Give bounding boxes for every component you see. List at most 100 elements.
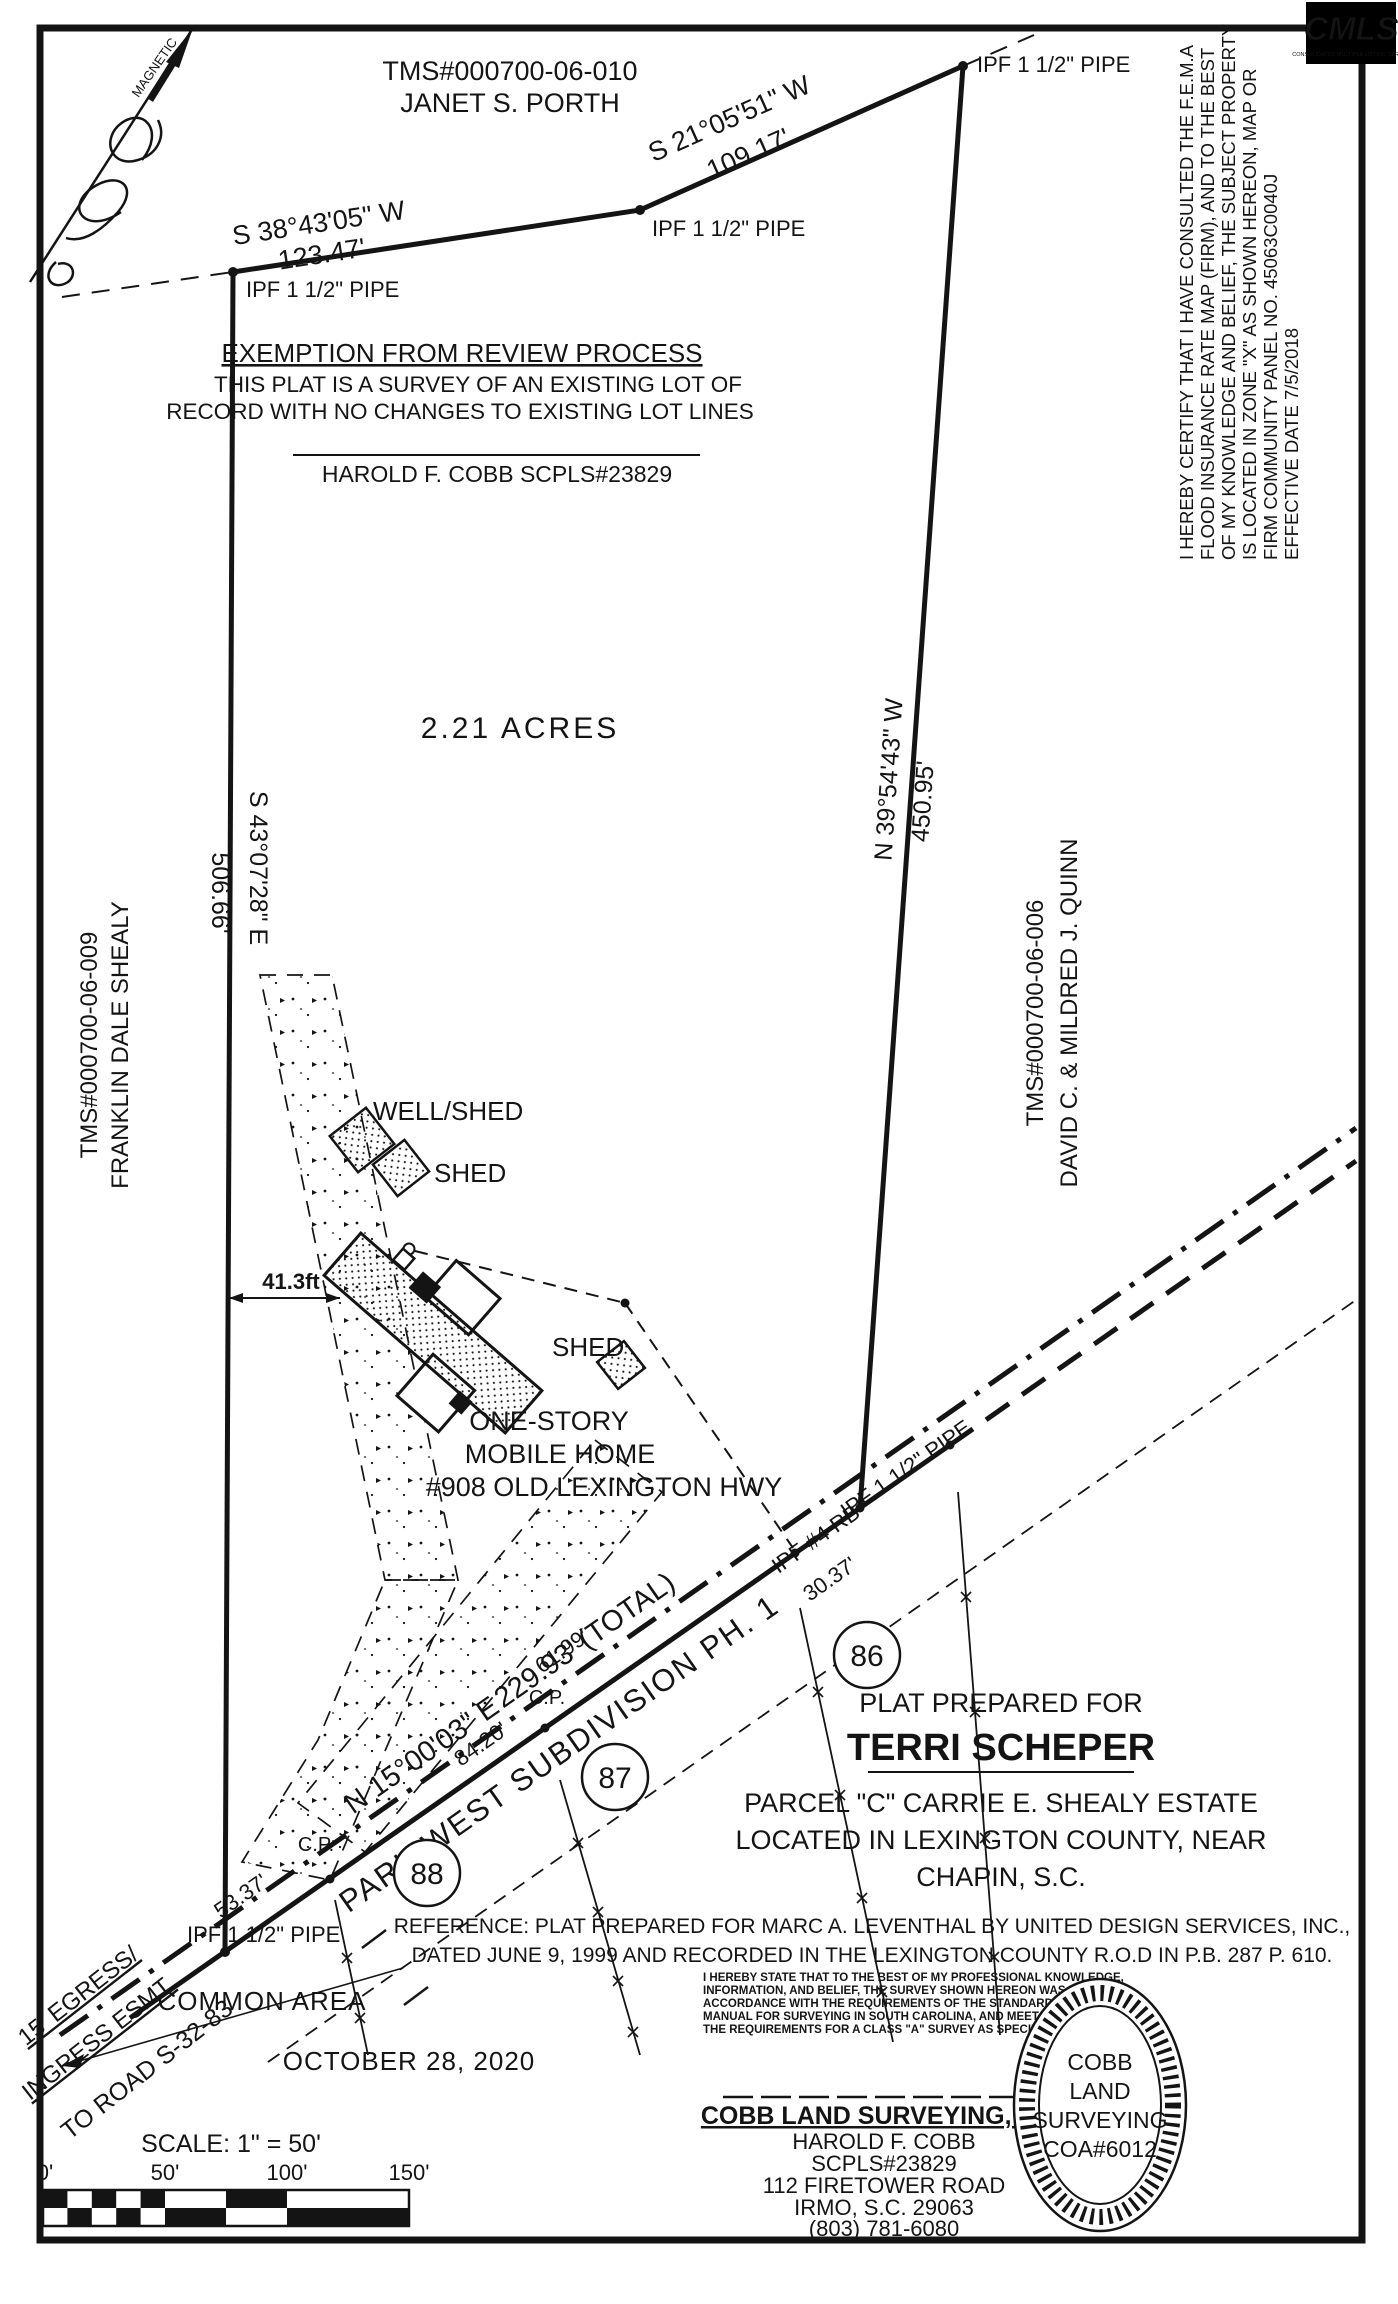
easement-tick-1 <box>361 1929 387 1949</box>
adjoiner-west-owner: FRANKLIN DALE SHEALY <box>107 901 134 1189</box>
road-point-cp2 <box>540 1723 550 1733</box>
surveyor-seal: COBB LAND SURVEYING COA#6012 <box>1012 1977 1188 2233</box>
home-label-2: MOBILE HOME <box>465 1439 656 1469</box>
distance-west: 506.66' <box>206 852 234 933</box>
road-point-rebar <box>790 1548 800 1558</box>
road-point-boundary <box>855 1503 865 1513</box>
firm-phone: (803) 781-6080 <box>809 2216 959 2241</box>
lot-87-number: 87 <box>598 1762 631 1795</box>
common-area-label: COMMON AREA <box>158 1986 367 2016</box>
to-road-arrowhead <box>62 2054 84 2068</box>
scale-bar-outline <box>41 2188 411 2228</box>
tie-line-2 <box>624 1302 794 1549</box>
north-arrow-tip-bar <box>147 48 184 102</box>
dimension-arrow-right <box>326 1293 340 1303</box>
adjoiner-north-owner: JANET S. PORTH <box>400 88 620 118</box>
plat-date: OCTOBER 28, 2020 <box>283 2046 536 2076</box>
boundary-line-west <box>222 271 236 1953</box>
shed-label-upper: SHED <box>434 1158 506 1188</box>
cmls-logo-subtext: CONSOLIDATED MULTIPLE LISTING SERVICE <box>1292 52 1398 58</box>
exemption-line-2: RECORD WITH NO CHANGES TO EXISTING LOT L… <box>166 399 754 424</box>
driveway-band-lower <box>240 1579 460 1881</box>
reference-line-1: REFERENCE: PLAT PREPARED FOR MARC A. LEV… <box>394 1915 1351 1938</box>
well-shed-label: WELL/SHED <box>373 1096 523 1126</box>
distance-east: 450.95' <box>906 760 940 843</box>
cert-line-1: I HEREBY STATE THAT TO THE BEST OF MY PR… <box>703 1972 1124 1984</box>
firm-surveyor: HAROLD F. COBB <box>792 2129 975 2154</box>
seal-text-3: SURVEYING <box>1032 2107 1167 2133</box>
reference-line-2: DATED JUNE 9, 1999 AND RECORDED IN THE L… <box>412 1944 1333 1967</box>
lot-86-number: 86 <box>850 1640 883 1673</box>
adjoining-line-dashed-ne <box>962 34 1035 67</box>
cmls-logo-box <box>1306 2 1396 64</box>
boundary-line-north-1 <box>232 207 641 275</box>
surveyor-certification: I HEREBY STATE THAT TO THE BEST OF MY PR… <box>703 1972 1142 2036</box>
corner-monument-n <box>635 205 645 215</box>
fema-line-1: I HEREBY CERTIFY THAT I HAVE CONSULTED T… <box>1176 44 1197 560</box>
lot-87-circle <box>580 1742 650 1812</box>
dimension-41ft: 41.3ft <box>229 1269 340 1303</box>
seal-tick-ring <box>1019 1985 1181 2225</box>
fema-line-6: EFFECTIVE DATE 7/5/2018 <box>1281 328 1302 560</box>
sheet-border <box>36 24 1366 2244</box>
north-arrow-flourish-1 <box>65 179 129 241</box>
area-label: 2.21 ACRES <box>421 712 619 745</box>
cmls-logo: CMLS CONSOLIDATED MULTIPLE LISTING SERVI… <box>1292 2 1398 64</box>
road-point-pipe <box>945 1440 955 1450</box>
corner-monument-ne <box>958 61 968 71</box>
lot-86-circle <box>832 1620 902 1690</box>
ipf-label-nw: IPF 1 1/2" PIPE <box>246 277 399 302</box>
exemption-line-1: THIS PLAT IS A SURVEY OF AN EXISTING LOT… <box>214 372 742 397</box>
dimension-arrow-left <box>229 1293 243 1303</box>
corner-monument-nw <box>228 267 238 277</box>
road-centerline <box>58 1125 1358 2038</box>
scale-tick-100: 100' <box>267 2160 308 2185</box>
title-line-4: LOCATED IN LEXINGTON COUNTY, NEAR <box>735 1825 1266 1855</box>
seal-text-2: LAND <box>1069 2078 1130 2104</box>
dimension-label: 41.3ft <box>262 1269 320 1294</box>
cp-label-1: C.P. <box>298 1834 334 1856</box>
firm-address-1: 112 FIRETOWER ROAD <box>763 2173 1005 2198</box>
easement-tick-2 <box>403 1986 429 2006</box>
cert-line-2: INFORMATION, AND BELIEF, THE SURVEY SHOW… <box>703 1985 1117 1997</box>
firm-address-2: IRMO, S.C. 29063 <box>794 2195 974 2220</box>
road-edge-solid <box>128 1442 952 2021</box>
lot-86: 86 <box>832 1620 902 1690</box>
title-client: TERRI SCHEPER <box>847 1727 1155 1769</box>
boundary-line-north-2 <box>638 63 965 213</box>
adjoiner-east-tms: TMS#000700-06-006 <box>1022 900 1049 1127</box>
seal-text-4: COA#6012 <box>1043 2136 1157 2162</box>
mobile-home-step-1 <box>408 1271 442 1304</box>
fema-note: I HEREBY CERTIFY THAT I HAVE CONSULTED T… <box>1176 24 1302 560</box>
fence-lot87-86 <box>799 1607 894 2043</box>
adjoiner-east-owner: DAVID C. & MILDRED J. QUINN <box>1056 839 1083 1188</box>
seal-inner-ring <box>1038 2005 1162 2205</box>
mobile-home-step-2 <box>448 1390 473 1415</box>
title-line-1: PLAT PREPARED FOR <box>859 1688 1143 1718</box>
lot-88: 88 <box>392 1838 462 1908</box>
exemption-signer: HAROLD F. COBB SCPLS#23829 <box>322 461 672 487</box>
road-edge-dashed <box>948 1158 1358 1448</box>
fema-line-4: IS LOCATED IN ZONE "X" AS SHOWN HEREON, … <box>1239 69 1260 560</box>
lot-88-number: 88 <box>410 1858 443 1891</box>
fence-lines <box>334 1491 1001 2056</box>
seal-text-1: COBB <box>1067 2049 1132 2075</box>
property-boundary <box>61 34 1035 1957</box>
title-block: PLAT PREPARED FOR TERRI SCHEPER PARCEL "… <box>735 1688 1266 1892</box>
scale-tick-0: 0' <box>37 2160 53 2185</box>
scale-bar-cells <box>41 2188 411 2228</box>
mobile-home-body <box>321 1231 545 1435</box>
exemption-title: EXEMPTION FROM REVIEW PROCESS <box>221 338 702 368</box>
cert-line-3: ACCORDANCE WITH THE REQUIREMENTS OF THE … <box>703 1998 1142 2010</box>
tie-line-1 <box>414 1250 626 1304</box>
lot-87: 87 <box>580 1742 650 1812</box>
right-of-way-line <box>267 1299 1357 2063</box>
mobile-home <box>321 1231 545 1435</box>
fence-lot86-east <box>957 1491 1001 2036</box>
home-label-3: #908 OLD LEXINGTON HWY <box>426 1472 783 1502</box>
adjoiner-west-tms: TMS#000700-06-009 <box>76 932 103 1159</box>
bearing-west: S 43°07'28" E <box>244 791 272 945</box>
cert-line-4: MANUAL FOR SURVEYING IN SOUTH CAROLINA, … <box>703 2011 1125 2023</box>
title-line-3: PARCEL "C" CARRIE E. SHEALY ESTATE <box>744 1788 1258 1818</box>
